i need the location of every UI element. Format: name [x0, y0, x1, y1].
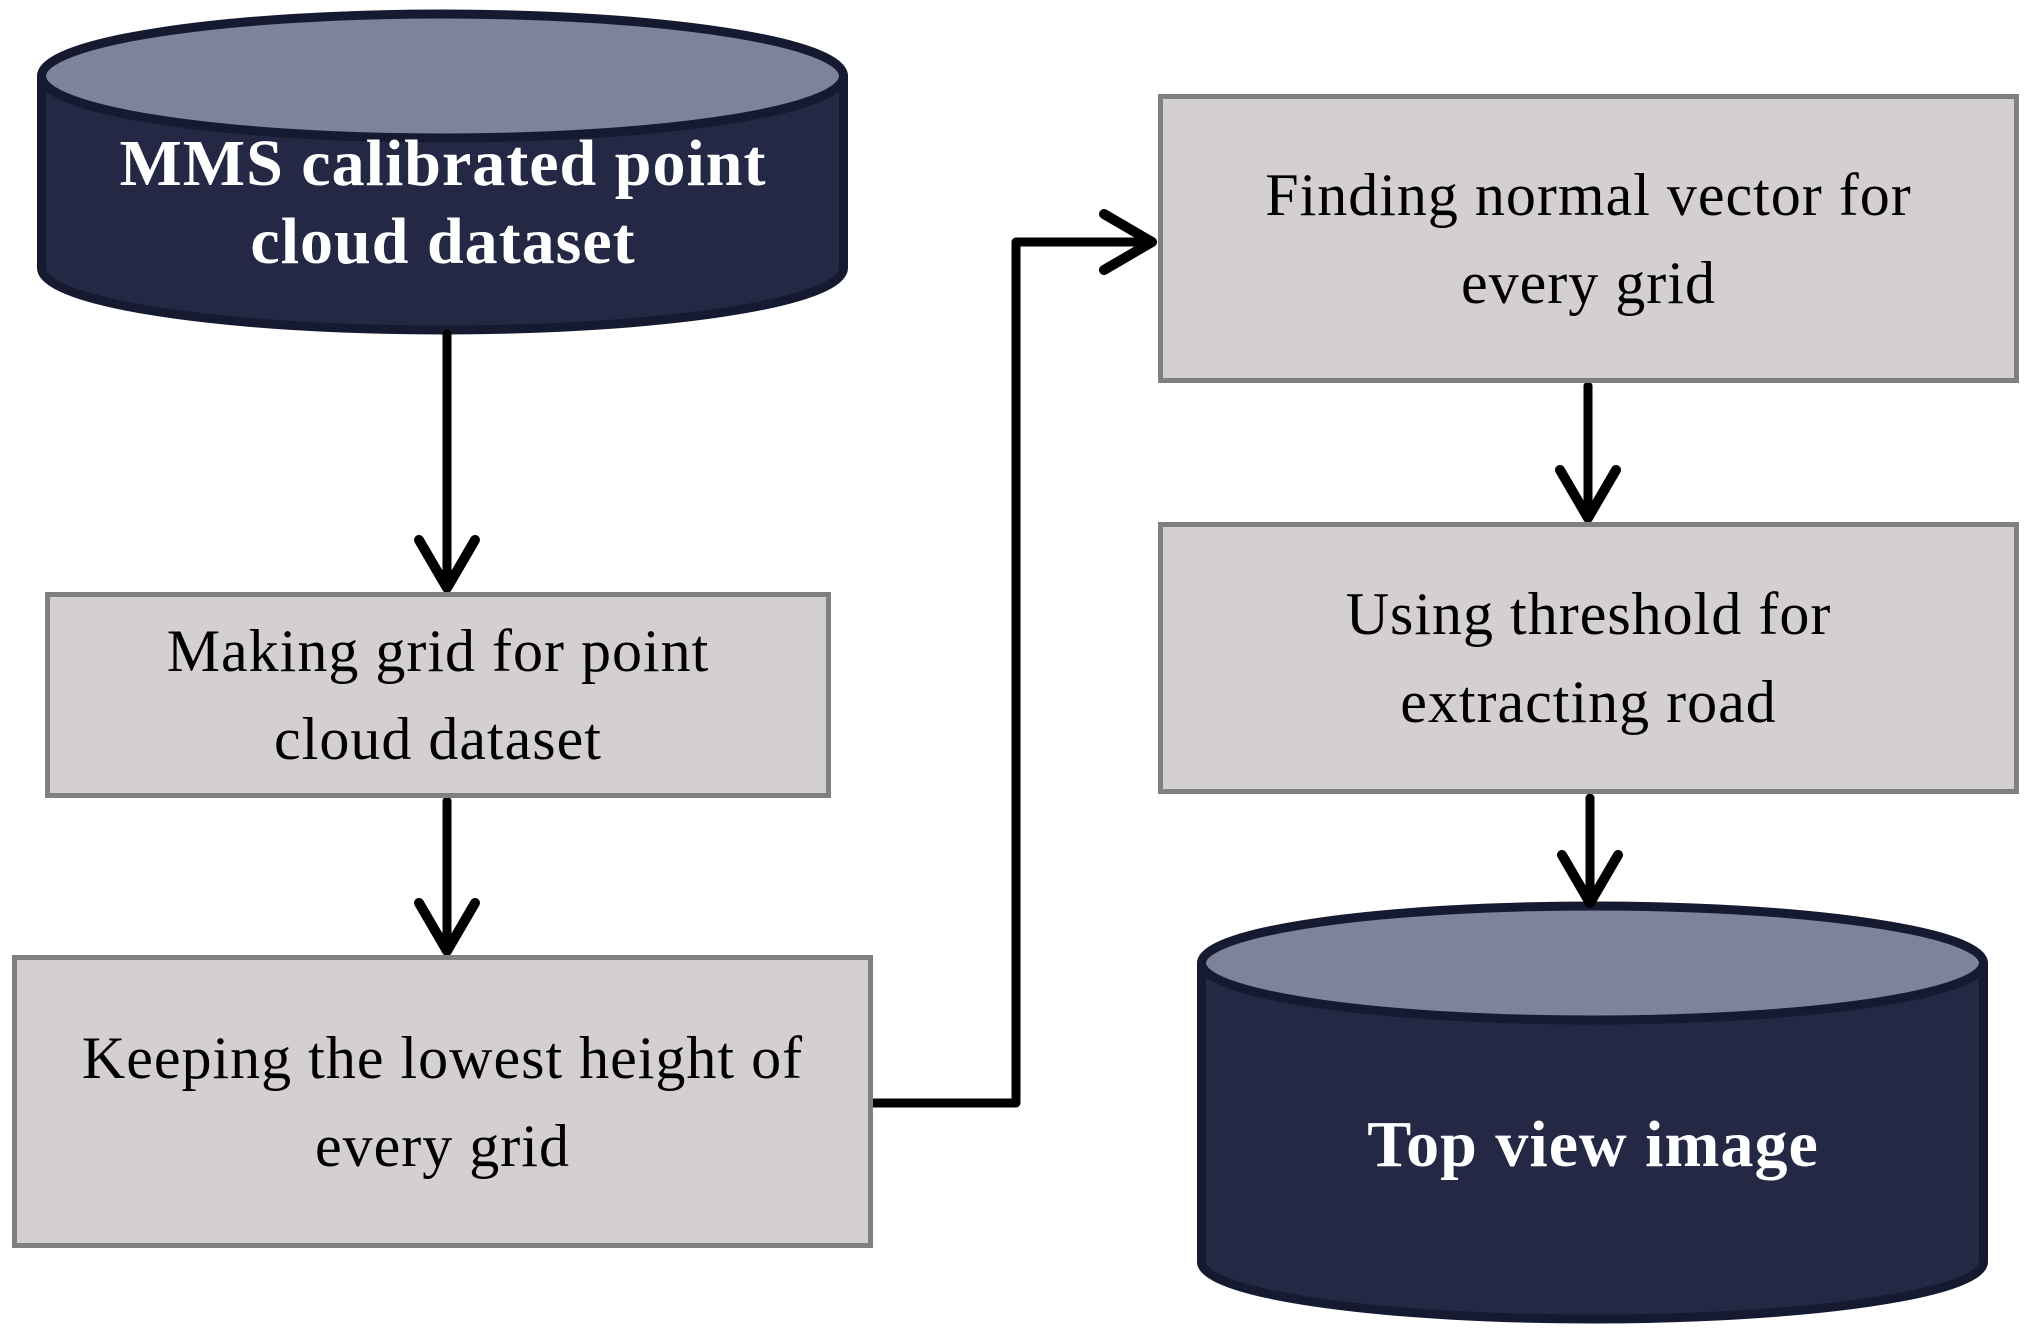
arrow-head-down-icon: [1555, 465, 1621, 523]
using-threshold-label-line2: extracting road: [1400, 669, 1777, 735]
arrow-head-right-icon: [1099, 209, 1157, 275]
arrow-using-threshold-to-top-view: [1557, 793, 1623, 908]
process-box-making-grid: Making grid for point cloud dataset: [45, 592, 831, 798]
top-view-label: Top view image: [1202, 1080, 1984, 1210]
arrow-making-grid-to-keeping-lowest: [414, 796, 480, 956]
top-view-label-line1: Top view image: [1367, 1108, 1819, 1181]
using-threshold-label-line1: Using threshold for: [1345, 581, 1832, 647]
process-box-finding-normal: Finding normal vector for every grid: [1158, 94, 2019, 383]
input-dataset-label-line1: MMS calibrated point: [119, 126, 767, 200]
keeping-lowest-label-line1: Keeping the lowest height of: [81, 1024, 804, 1091]
top-view-cylinder: [1197, 901, 1988, 1324]
input-dataset-label-line2: cloud dataset: [250, 204, 636, 278]
keeping-lowest-label-line2: every grid: [315, 1112, 570, 1179]
input-dataset-label: MMS calibrated point cloud dataset: [42, 95, 844, 310]
cylinder-top-ellipse: [1197, 901, 1988, 1025]
finding-normal-label-line2: every grid: [1461, 249, 1716, 316]
input-dataset-cylinder: [37, 9, 848, 335]
arrow-head-down-icon: [1557, 850, 1623, 908]
process-box-keeping-lowest: Keeping the lowest height of every grid: [12, 955, 873, 1248]
cylinder-top-ellipse: [37, 9, 848, 143]
making-grid-label-line2: cloud dataset: [274, 706, 602, 772]
arrow-input-to-making-grid: [414, 329, 480, 593]
making-grid-label-line1: Making grid for point: [166, 618, 710, 684]
arrow-head-down-icon: [414, 535, 480, 593]
process-box-using-threshold: Using threshold for extracting road: [1158, 522, 2019, 794]
arrow-head-down-icon: [414, 898, 480, 956]
arrow-keeping-lowest-to-finding-normal: [869, 209, 1157, 1108]
finding-normal-label-line1: Finding normal vector for: [1265, 161, 1912, 228]
arrow-finding-normal-to-using-threshold: [1555, 381, 1621, 523]
